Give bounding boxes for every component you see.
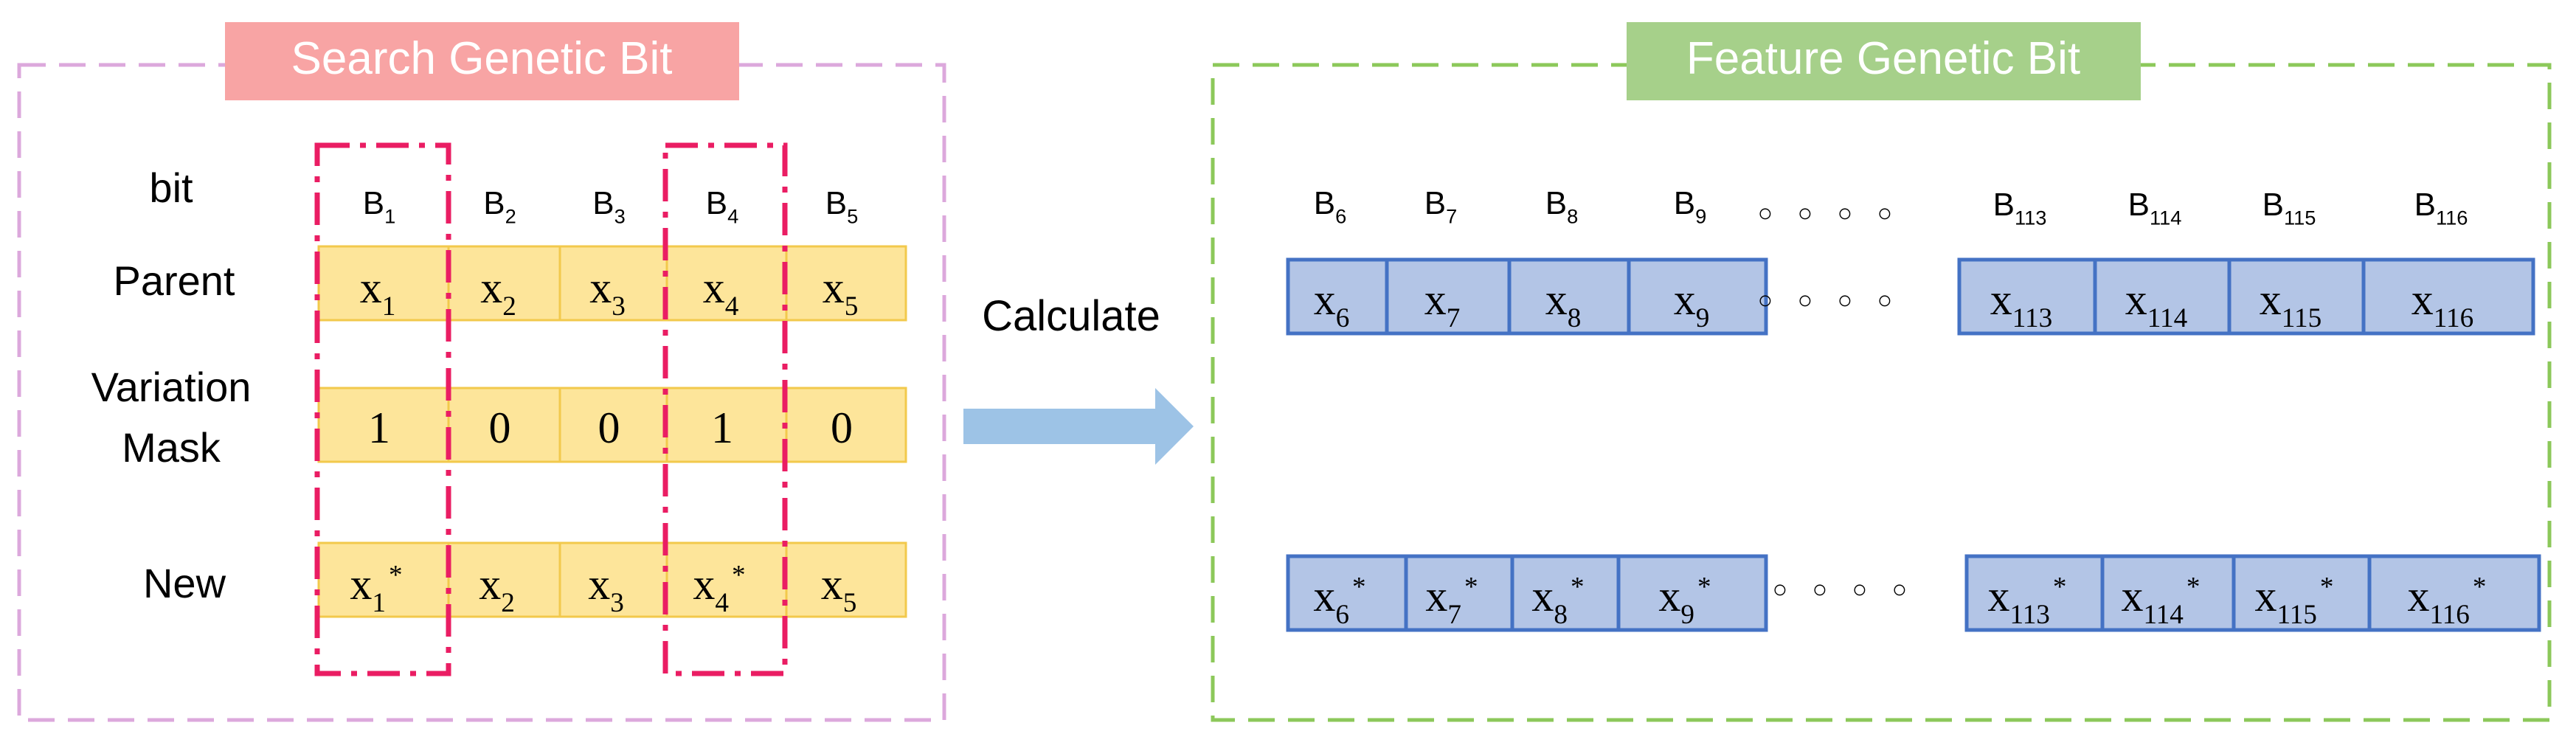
ellipsis-top-row: ○ ○ ○ ○: [1758, 286, 1901, 314]
feature-cell-label: x9: [1674, 275, 1710, 333]
feature-new-cell: [2367, 554, 2541, 632]
left-bit-headers: B1 B2 B3 B4 B5: [363, 185, 859, 227]
mask-cell: [785, 387, 907, 463]
feature-cell: [1957, 257, 2097, 336]
bit-header-label: B115: [2262, 187, 2316, 229]
feature-original-row: x6 x7 x8 x9 x113 x114 x115 x116: [1286, 257, 2535, 336]
variation-mask-row: 1 0 0 1 0: [317, 387, 907, 463]
mask-cell: [317, 387, 450, 463]
mask-cell-label: 1: [711, 404, 733, 452]
feature-cell-label: x6: [1314, 275, 1350, 333]
highlight-frame-b1: [314, 142, 451, 676]
parent-cell: [447, 245, 561, 322]
feature-new-cell: [2100, 554, 2236, 632]
bit-header-label: B2: [483, 185, 516, 227]
parent-cell: [558, 245, 668, 322]
feature-genetic-bit-panel: Feature Genetic Bit B6 B7 B8 B9 B113 B114 B115…: [1211, 22, 2552, 722]
row-label-variation: Variation: [91, 364, 252, 410]
feature-new-cell: [2232, 554, 2372, 632]
row-label-new: New: [143, 560, 226, 606]
parent-cell-label: x2: [480, 263, 516, 322]
feature-new-cell-label: x115*: [2255, 572, 2334, 630]
ellipsis-header: ○ ○ ○ ○: [1758, 199, 1901, 227]
search-panel-title-bg: [225, 22, 739, 100]
feature-cell-label: x8: [1545, 275, 1582, 333]
mask-cell-label: 1: [368, 404, 390, 452]
row-label-bit: bit: [149, 165, 193, 211]
feature-panel-title: Feature Genetic Bit: [1686, 33, 2080, 84]
bit-header-label: B114: [2128, 187, 2182, 229]
right-bit-headers: B6 B7 B8 B9 B113 B114 B115 B116: [1314, 185, 2468, 229]
bit-header-label: B6: [1314, 185, 1347, 227]
feature-cell: [2361, 257, 2535, 336]
parent-cell: [665, 245, 788, 322]
feature-new-cell-label: x114*: [2122, 572, 2201, 630]
bit-header-label: B8: [1545, 185, 1579, 227]
new-cell-label: x3: [588, 560, 624, 618]
calculate-arrow-group: Calculate: [963, 292, 1194, 465]
new-cell-label: x1*: [350, 560, 402, 618]
feature-cell-label: x115: [2260, 275, 2321, 333]
bit-header-label: B4: [706, 185, 739, 227]
parent-row: x1 x2 x3 x4 x5: [317, 245, 907, 322]
bit-header-label: B3: [592, 185, 626, 227]
feature-cell-label: x113: [1990, 275, 2052, 333]
mask-cell: [558, 387, 668, 463]
feature-cell: [2227, 257, 2366, 336]
parent-cell: [317, 245, 450, 322]
new-cell-label: x5: [821, 560, 857, 618]
mask-cell-label: 0: [489, 404, 511, 452]
feature-new-cell: [1510, 554, 1621, 632]
new-cell-label: x2: [479, 560, 515, 618]
feature-cell: [2093, 257, 2232, 336]
bit-header-label: B9: [1674, 185, 1707, 227]
feature-new-cell-label: x116*: [2408, 572, 2487, 630]
feature-new-cell-label: x9*: [1658, 572, 1711, 630]
feature-cell: [1385, 257, 1512, 336]
feature-new-row: x6* x7* x8* x9* x113* x114* x115* x116*: [1286, 554, 2541, 632]
highlight-frame-b4: [662, 142, 788, 676]
row-label-parent: Parent: [114, 257, 235, 304]
parent-cell: [785, 245, 907, 322]
feature-new-cell: [1616, 554, 1768, 632]
search-panel-title: Search Genetic Bit: [291, 33, 673, 84]
feature-cell-label: x116: [2411, 275, 2473, 333]
parent-cell-label: x3: [589, 263, 626, 322]
feature-new-cell-label: x6*: [1313, 572, 1365, 630]
feature-new-cell-label: x7*: [1425, 572, 1478, 630]
new-cell-label: x4*: [693, 560, 745, 618]
mask-cell-label: 0: [598, 404, 620, 452]
feature-new-cell-label: x8*: [1531, 572, 1584, 630]
calculate-label: Calculate: [982, 292, 1160, 340]
feature-cell-label: x7: [1424, 275, 1461, 333]
bit-header-label: B113: [1993, 187, 2047, 229]
mask-cell: [447, 387, 561, 463]
bit-header-label: B116: [2414, 187, 2468, 229]
new-cell: [558, 541, 668, 618]
feature-new-cell: [1964, 554, 2105, 632]
bit-header-label: B7: [1424, 185, 1458, 227]
bit-header-label: B1: [363, 185, 396, 227]
calculate-arrow: [963, 388, 1194, 465]
new-cell: [317, 541, 450, 618]
row-label-mask: Mask: [122, 424, 221, 471]
feature-cell: [1627, 257, 1768, 336]
feature-cell-label: x114: [2125, 275, 2188, 333]
feature-new-cell-label: x113*: [1988, 572, 2067, 630]
feature-new-cell: [1404, 554, 1514, 632]
parent-cell-label: x4: [703, 263, 739, 322]
bit-header-label: B5: [825, 185, 859, 227]
feature-cell: [1286, 257, 1389, 336]
feature-panel-title-bg: [1627, 22, 2141, 100]
search-genetic-bit-panel: Search Genetic Bit bit Parent Variation …: [17, 22, 946, 722]
mask-cell-label: 0: [831, 404, 853, 452]
parent-cell-label: x1: [360, 263, 396, 322]
new-row: x1* x2 x3 x4* x5: [317, 541, 907, 618]
new-cell: [785, 541, 907, 618]
parent-cell-label: x5: [823, 263, 859, 322]
new-cell: [447, 541, 561, 618]
ellipsis-bottom-row: ○ ○ ○ ○: [1773, 575, 1916, 603]
